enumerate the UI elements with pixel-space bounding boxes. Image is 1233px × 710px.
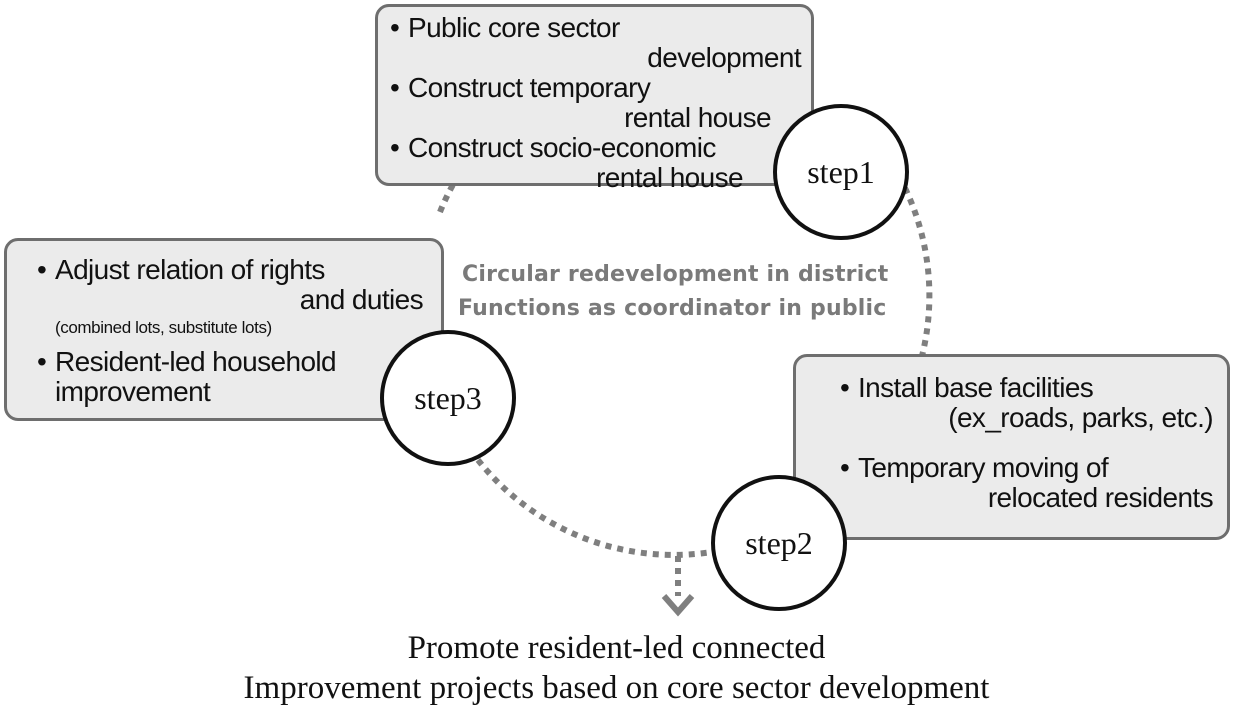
bullet-icon: • bbox=[37, 254, 47, 285]
step3-item-1-line2: and duties bbox=[299, 284, 424, 315]
step1-item-1-line1: •Public core sector bbox=[390, 12, 620, 43]
step2-box: •Install base facilities (ex_roads, park… bbox=[793, 354, 1230, 540]
bullet-icon: • bbox=[390, 72, 400, 103]
conclusion-text: Promote resident-led connected Improveme… bbox=[0, 628, 1233, 708]
arrow-down-icon bbox=[661, 594, 695, 617]
bullet-icon: • bbox=[390, 12, 400, 43]
step3-item-2-line2: improvement bbox=[55, 376, 211, 407]
step2-item-2-line1: •Temporary moving of bbox=[840, 452, 1109, 483]
step1-item-3-line2: rental house bbox=[596, 162, 744, 193]
bullet-icon: • bbox=[840, 372, 850, 403]
cycle-arc bbox=[902, 186, 933, 357]
step2-item-2-line2: relocated residents bbox=[987, 482, 1214, 513]
step1-item-2-line2: rental house bbox=[624, 102, 772, 133]
bullet-icon: • bbox=[390, 132, 400, 163]
step2-item-1-line2: (ex_roads, parks, etc.) bbox=[948, 402, 1213, 433]
cycle-arc bbox=[475, 458, 713, 558]
step3-item-1-note: (combined lots, substitute lots) bbox=[55, 318, 272, 337]
step2-circle: step2 bbox=[711, 475, 847, 611]
step3-box: •Adjust relation of rights and duties (c… bbox=[4, 238, 444, 421]
conclusion-line1: Promote resident-led connected bbox=[407, 630, 826, 666]
step1-item-1-line2: development bbox=[647, 42, 801, 73]
step3-circle: step3 bbox=[380, 330, 516, 466]
bullet-icon: • bbox=[840, 452, 850, 483]
step3-item-2-line1: •Resident-led household bbox=[37, 346, 337, 377]
step3-item-1-line1: •Adjust relation of rights bbox=[37, 254, 325, 285]
step2-item-1-line1: •Install base facilities bbox=[840, 372, 1094, 403]
center-caption-line2: Functions as coordinator in public bbox=[458, 296, 887, 321]
step1-circle: step1 bbox=[773, 104, 909, 240]
center-caption-line1: Circular redevelopment in district bbox=[462, 262, 889, 287]
step1-item-3-line1: •Construct socio-economic bbox=[390, 132, 716, 163]
step1-item-2-line1: •Construct temporary bbox=[390, 72, 651, 103]
conclusion-line2: Improvement projects based on core secto… bbox=[243, 670, 990, 706]
step1-box: •Public core sector development •Constru… bbox=[375, 4, 814, 193]
bullet-icon: • bbox=[37, 346, 47, 377]
